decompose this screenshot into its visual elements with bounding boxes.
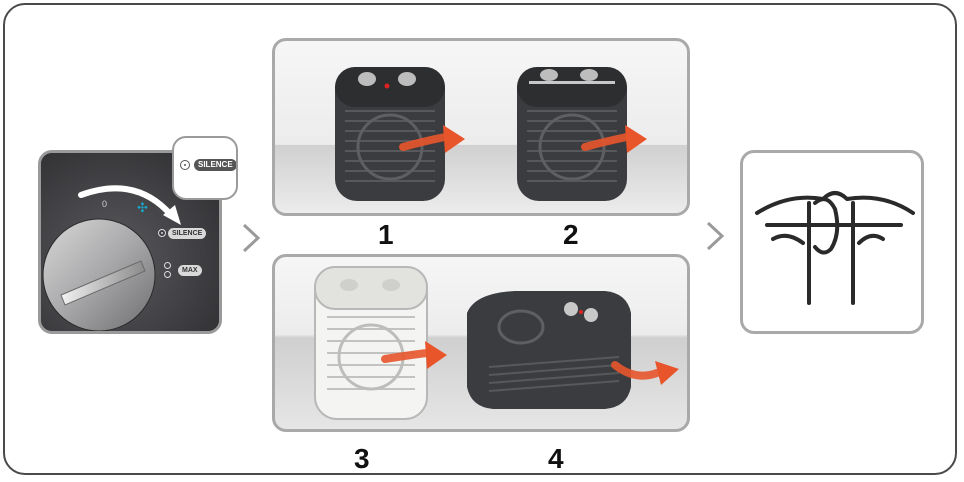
hand-pinch-icon xyxy=(755,191,915,305)
fan-icon: ✣ xyxy=(137,200,148,215)
heater-2-illustration xyxy=(517,67,647,201)
dial-panel xyxy=(38,150,222,334)
chevron-right-icon xyxy=(706,221,725,251)
silence-zoom-callout: SILENCE xyxy=(172,136,238,200)
dial-silence-label: SILENCE xyxy=(168,228,207,239)
heater-number-3: 3 xyxy=(354,443,370,474)
zoom-silence-label: SILENCE xyxy=(194,159,236,171)
heater-number-2: 2 xyxy=(563,219,579,250)
dial-max-indicator xyxy=(164,262,173,280)
heater-3-illustration xyxy=(314,266,447,420)
hand-panel xyxy=(740,150,924,334)
heater-number-1: 1 xyxy=(378,219,394,250)
heater-1-illustration xyxy=(335,67,465,201)
heater-panel-bottom xyxy=(272,254,690,432)
chevron-right-icon xyxy=(242,223,261,253)
heater-4-illustration xyxy=(467,291,679,409)
heater-number-4: 4 xyxy=(548,443,564,474)
dial-zero-mark: 0 xyxy=(102,199,108,209)
dial-silence-indicator xyxy=(158,229,166,237)
heater-panel-top xyxy=(272,38,690,216)
dial-max-label: MAX xyxy=(178,265,202,276)
